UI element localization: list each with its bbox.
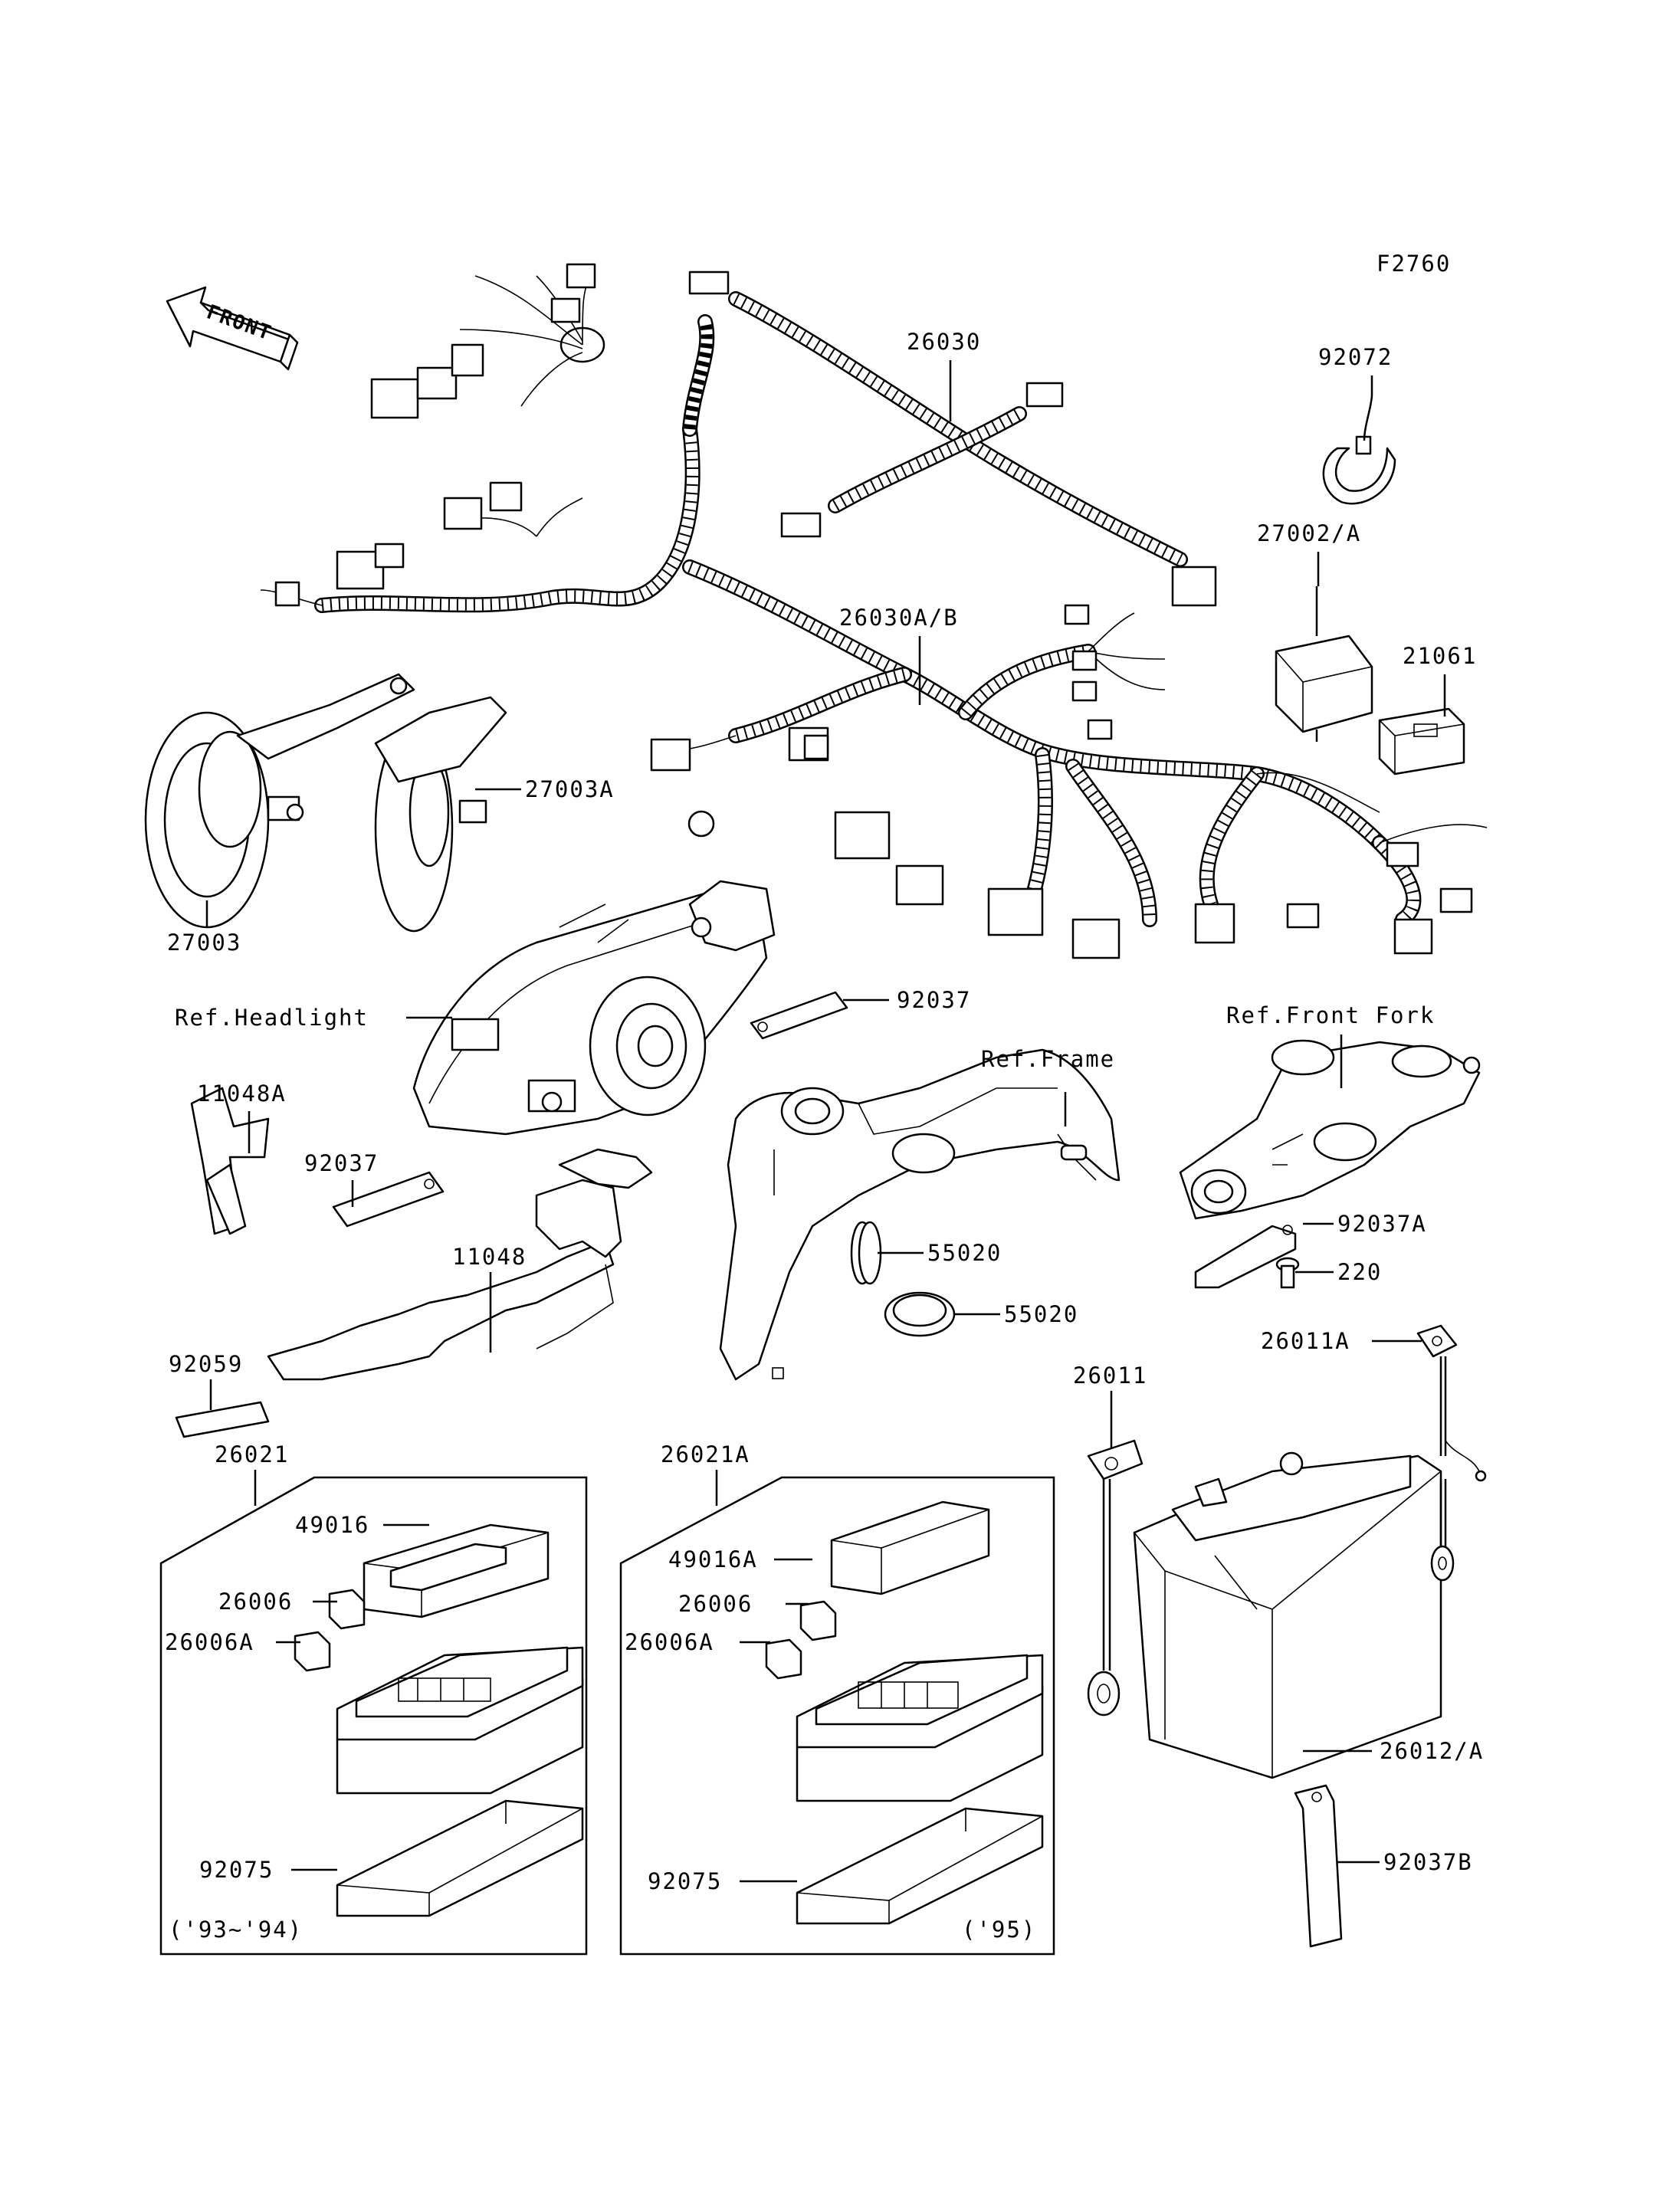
label-26006-right: 26006 bbox=[678, 1591, 753, 1617]
bracket-11048 bbox=[267, 1148, 653, 1381]
fuse-kit-left bbox=[159, 1476, 588, 1956]
label-55020-a: 55020 bbox=[927, 1240, 1002, 1266]
label-92037-top: 92037 bbox=[897, 987, 971, 1013]
label-92075-right: 92075 bbox=[648, 1868, 722, 1894]
label-220: 220 bbox=[1337, 1259, 1382, 1285]
diagram-code: F2760 bbox=[1376, 251, 1451, 277]
sub-wiring-harness bbox=[688, 271, 1217, 607]
label-92059: 92059 bbox=[169, 1351, 243, 1377]
label-ref-front-fork: Ref.Front Fork bbox=[1226, 1002, 1435, 1028]
label-26021A: 26021A bbox=[661, 1441, 750, 1467]
screw-220 bbox=[1275, 1257, 1300, 1289]
grommet-55020-b bbox=[884, 1291, 956, 1337]
band-92037-top bbox=[750, 991, 848, 1040]
bracket-11048A bbox=[190, 1087, 270, 1235]
label-ref-headlight: Ref.Headlight bbox=[175, 1005, 369, 1031]
main-wiring-harness bbox=[260, 263, 1488, 959]
label-26021: 26021 bbox=[215, 1441, 289, 1467]
frame bbox=[719, 1048, 1121, 1381]
label-27002A: 27002/A bbox=[1257, 520, 1361, 546]
label-26030: 26030 bbox=[907, 329, 981, 355]
label-92072: 92072 bbox=[1318, 344, 1393, 370]
relay-27002A bbox=[1275, 635, 1373, 742]
connector-21061 bbox=[1378, 707, 1465, 776]
label-kit-right-note: ('95) bbox=[962, 1917, 1036, 1943]
front-arrow-icon: FRONT bbox=[166, 286, 299, 371]
tape-92059 bbox=[175, 1401, 270, 1438]
fuse-kit-right bbox=[619, 1476, 1055, 1956]
band-92037-mid bbox=[332, 1171, 445, 1228]
label-49016: 49016 bbox=[295, 1512, 369, 1538]
label-26006A-right: 26006A bbox=[625, 1629, 714, 1655]
battery-26012A bbox=[1133, 1451, 1442, 1779]
headlight-bracket bbox=[412, 880, 776, 1136]
leader-lines bbox=[205, 360, 1446, 1883]
label-ref-frame: Ref.Frame bbox=[981, 1046, 1115, 1072]
label-26030AB: 26030A/B bbox=[839, 605, 959, 631]
grommet-55020-a bbox=[850, 1221, 882, 1285]
front-fork-bracket bbox=[1179, 1039, 1481, 1220]
label-26006-left: 26006 bbox=[218, 1589, 293, 1615]
label-21061: 21061 bbox=[1403, 643, 1477, 669]
part-labels: 26030 92072 27002/A 26030A/B 21061 27003… bbox=[165, 329, 1484, 1943]
cable-26011A bbox=[1416, 1324, 1487, 1582]
label-kit-left-note: ('93~'94) bbox=[169, 1917, 303, 1943]
label-26012A: 26012/A bbox=[1380, 1738, 1484, 1764]
label-49016A: 49016A bbox=[668, 1546, 758, 1572]
horn-27003 bbox=[144, 673, 415, 929]
label-55020-b: 55020 bbox=[1004, 1301, 1078, 1327]
label-92037B: 92037B bbox=[1383, 1849, 1473, 1875]
label-26006A-left: 26006A bbox=[165, 1629, 254, 1655]
label-26011: 26011 bbox=[1073, 1362, 1147, 1389]
label-92075-left: 92075 bbox=[199, 1857, 274, 1883]
band-92037B bbox=[1294, 1784, 1343, 1948]
label-92037A: 92037A bbox=[1337, 1211, 1427, 1237]
label-11048A: 11048A bbox=[197, 1080, 287, 1107]
label-26011A: 26011A bbox=[1261, 1328, 1350, 1354]
label-27003: 27003 bbox=[167, 930, 241, 956]
cable-26011 bbox=[1087, 1439, 1144, 1717]
label-27003A: 27003A bbox=[525, 776, 615, 802]
label-92037-mid: 92037 bbox=[304, 1150, 379, 1176]
horn-27003A bbox=[374, 696, 507, 933]
label-11048: 11048 bbox=[452, 1244, 527, 1270]
band-92037A bbox=[1194, 1225, 1297, 1289]
clamp-92072 bbox=[1322, 435, 1396, 505]
